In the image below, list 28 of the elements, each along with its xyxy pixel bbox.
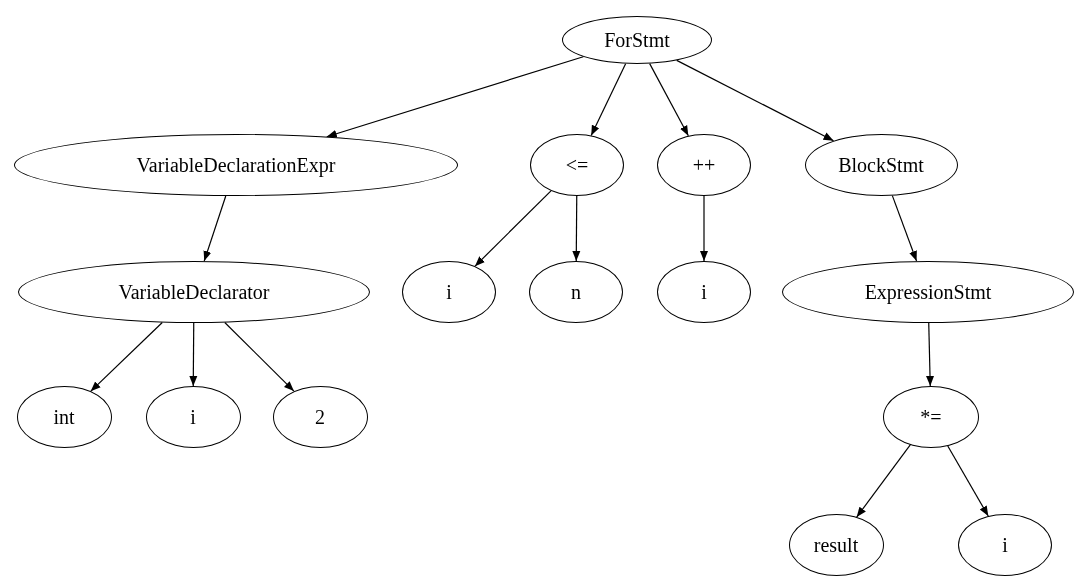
- arrow: [856, 444, 911, 518]
- ellipse-node: ++: [657, 134, 751, 196]
- arrow: [90, 321, 163, 392]
- arrow: [572, 195, 581, 262]
- ellipse-node: i: [657, 261, 751, 323]
- ellipse-node: i: [402, 261, 496, 323]
- arrow: [891, 195, 918, 262]
- arrow: [224, 321, 295, 392]
- ellipse-node: int: [16, 386, 112, 448]
- arrow: [326, 56, 584, 138]
- arrow: [203, 195, 227, 262]
- ellipse-node: *=: [883, 386, 979, 448]
- ellipse-node: i: [958, 514, 1052, 576]
- ellipse-node: i: [145, 386, 241, 448]
- ellipse-node: BlockStmt: [804, 134, 958, 196]
- arrow: [676, 59, 835, 142]
- arrow: [700, 195, 708, 262]
- arrow: [189, 322, 198, 387]
- ellipse-node: result: [788, 514, 884, 576]
- arrow: [926, 322, 934, 387]
- ellipse-node: <=: [530, 134, 624, 196]
- ellipse-node: n: [529, 261, 623, 323]
- ellipse-node: 2: [272, 386, 368, 448]
- ellipse-node: ExpressionStmt: [782, 261, 1074, 323]
- ellipse-node: ForStmt: [562, 16, 712, 64]
- ellipse-node: VariableDeclarator: [18, 261, 370, 323]
- arrow: [474, 190, 552, 267]
- ellipse-node: VariableDeclarationExpr: [14, 134, 458, 196]
